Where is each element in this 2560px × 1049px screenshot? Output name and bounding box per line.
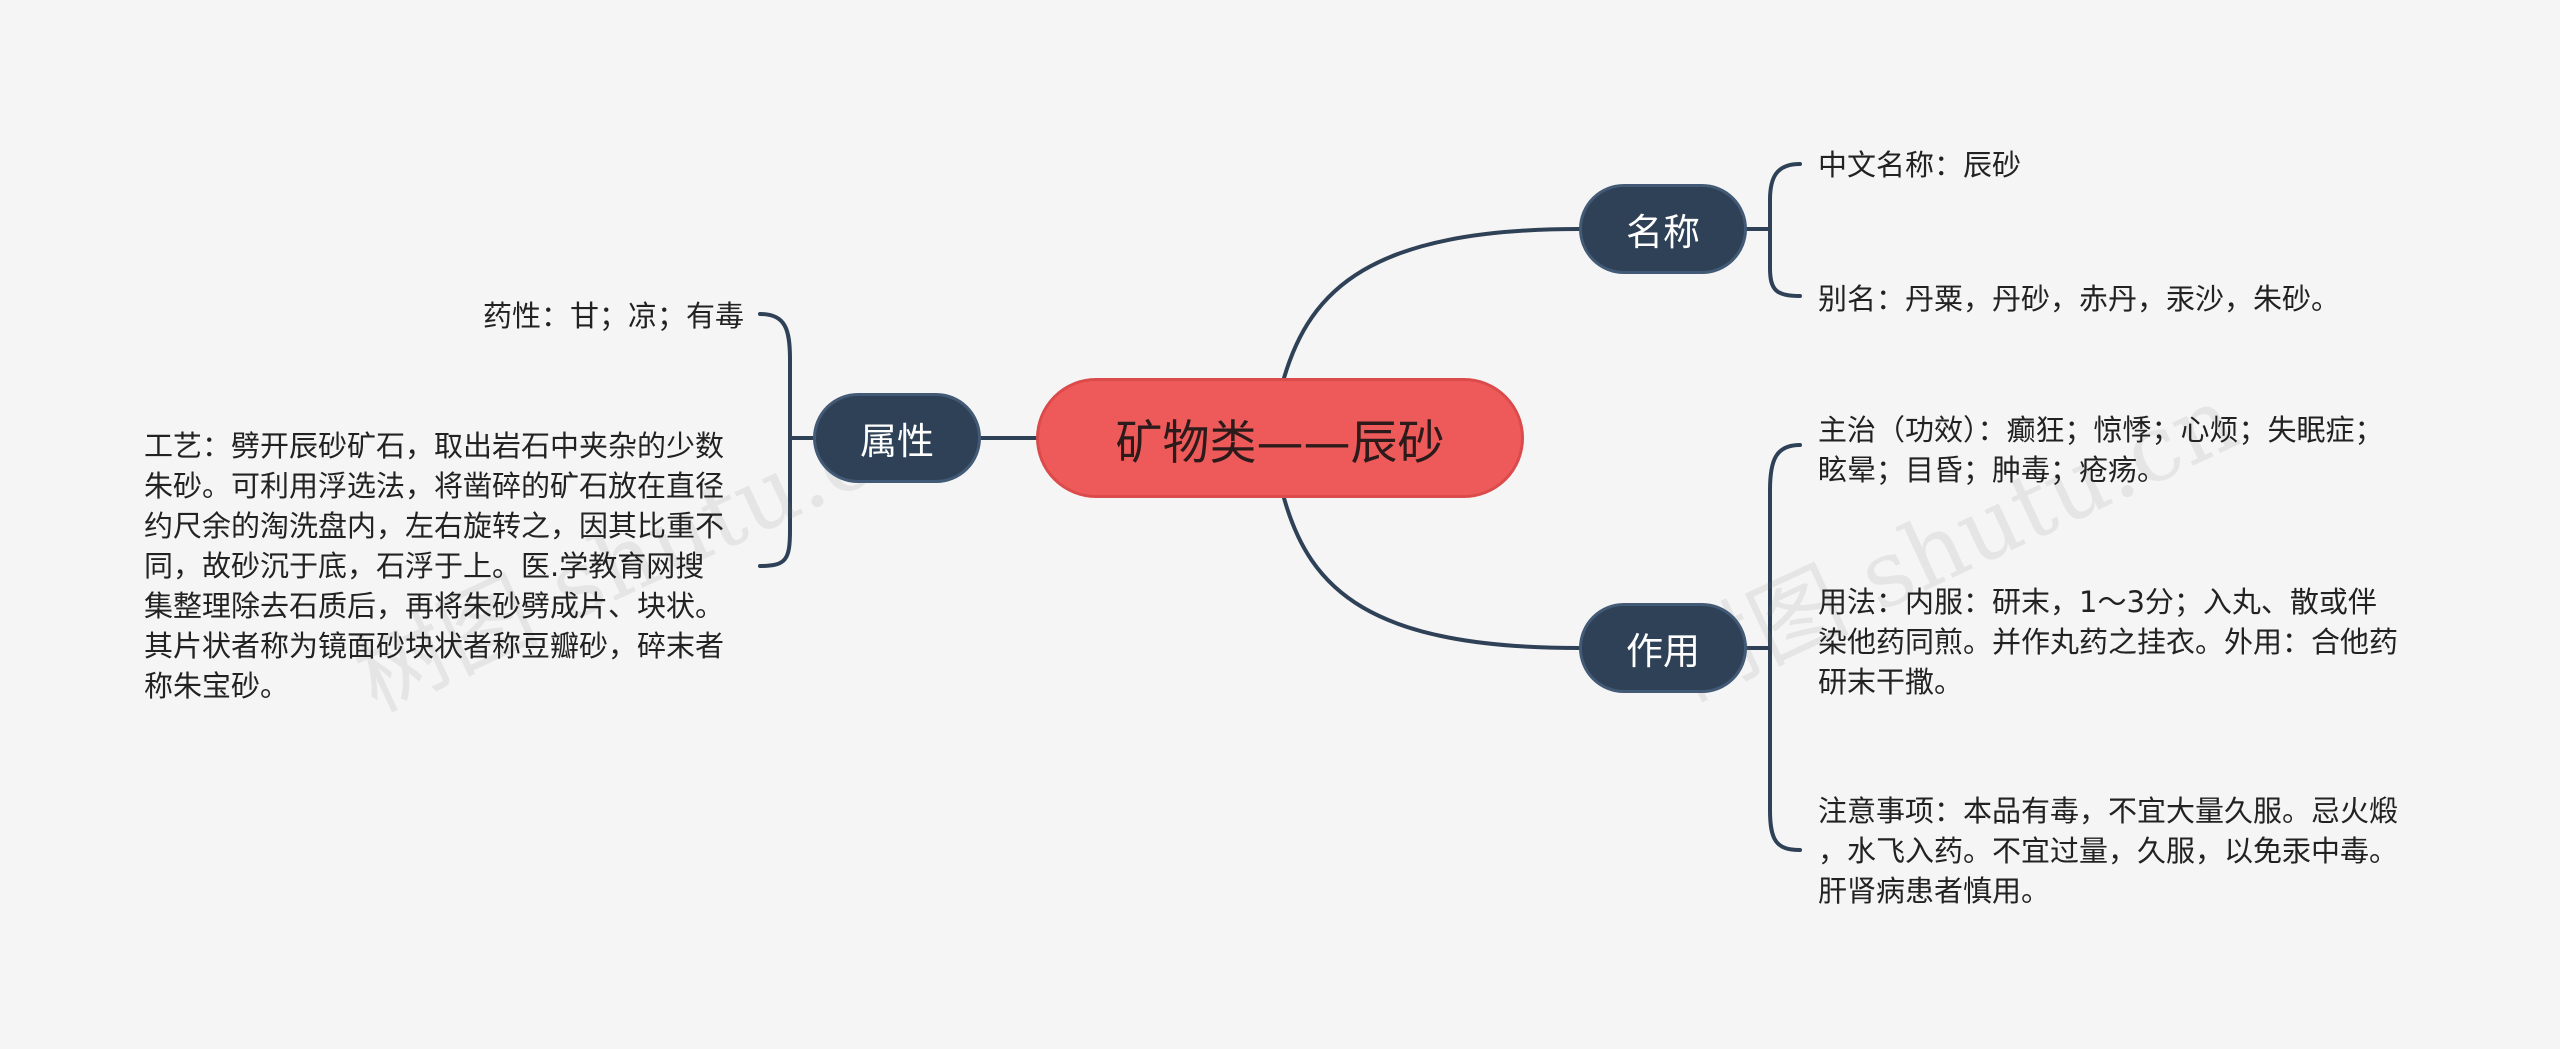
leaf-precautions[interactable]: 注意事项：本品有毒，不宜大量久服。忌火煅 ，水飞入药。不宜过量，久服，以免汞中毒…: [1818, 791, 2438, 911]
branch-node-use[interactable]: 作用: [1579, 603, 1747, 693]
leaf-line: 用法：内服：研末，1～3分；入丸、散或伴: [1818, 585, 2377, 619]
leaf-gongyi[interactable]: 工艺：劈开辰砂矿石，取出岩石中夹杂的少数 朱砂。可利用浮选法，将凿碎的矿石放在直…: [144, 426, 752, 706]
bracket-name: [1768, 162, 1802, 298]
branch-node-attr[interactable]: 属性: [813, 393, 981, 483]
leaf-line: 注意事项：本品有毒，不宜大量久服。忌火煅: [1818, 794, 2399, 828]
bracket-use: [1768, 443, 1802, 852]
leaf-line: 称朱宝砂。: [144, 669, 290, 703]
leaf-line: 集整理除去石质后，再将朱砂劈成片、块状。: [144, 589, 725, 623]
leaf-line: 别名：丹粟，丹砂，赤丹，汞沙，朱砂。: [1818, 282, 2341, 316]
leaf-zhongwen-name[interactable]: 中文名称：辰砂: [1818, 145, 2378, 185]
leaf-line: 药性：甘；凉；有毒: [482, 299, 744, 333]
leaf-line: ，水飞入药。不宜过量，久服，以免汞中毒。: [1818, 834, 2399, 868]
leaf-line: 研末干撒。: [1818, 665, 1964, 699]
leaf-line: 朱砂。可利用浮选法，将凿碎的矿石放在直径: [144, 469, 725, 503]
leaf-line: 同，故砂沉于底，石浮于上。医.学教育网搜: [144, 549, 705, 583]
leaf-line: 中文名称：辰砂: [1818, 148, 2022, 182]
leaf-alias[interactable]: 别名：丹粟，丹砂，赤丹，汞沙，朱砂。: [1818, 279, 2418, 319]
connector-root-use: [1282, 496, 1581, 650]
leaf-line: 约尺余的淘洗盘内，左右旋转之，因其比重不: [144, 509, 725, 543]
leaf-line: 主治（功效）：癫狂；惊悸；心烦；失眠症；: [1818, 413, 2384, 447]
leaf-line: 染他药同煎。并作丸药之挂衣。外用：合他药: [1818, 625, 2399, 659]
leaf-indications[interactable]: 主治（功效）：癫狂；惊悸；心烦；失眠症； 眩晕；目昏；肿毒；疮疡。: [1818, 410, 2438, 490]
leaf-line: 肝肾病患者慎用。: [1818, 874, 2051, 908]
leaf-line: 其片状者称为镜面砂块状者称豆瓣砂，碎末者: [144, 629, 725, 663]
leaf-line: 眩晕；目昏；肿毒；疮疡。: [1818, 453, 2167, 487]
bracket-attr: [758, 312, 792, 568]
root-node[interactable]: 矿物类——辰砂: [1036, 378, 1524, 498]
leaf-line: 工艺：劈开辰砂矿石，取出岩石中夹杂的少数: [144, 429, 725, 463]
connector-root-name: [1282, 227, 1581, 380]
branch-node-name[interactable]: 名称: [1579, 184, 1747, 274]
leaf-usage[interactable]: 用法：内服：研末，1～3分；入丸、散或伴 染他药同煎。并作丸药之挂衣。外用：合他…: [1818, 582, 2438, 702]
leaf-yaoxing[interactable]: 药性：甘；凉；有毒: [440, 296, 744, 336]
